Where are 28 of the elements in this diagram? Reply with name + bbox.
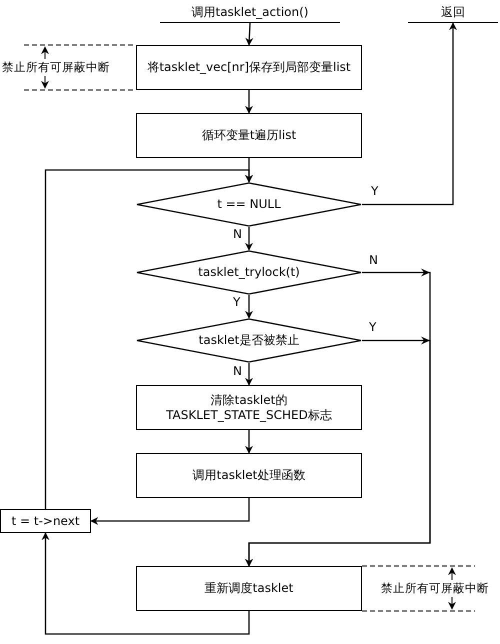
node-text: 将tasklet_vec[nr]保存到局部变量list bbox=[146, 60, 352, 75]
node-text: 调用tasklet_action() bbox=[190, 5, 310, 20]
edge-label: Y bbox=[232, 296, 242, 308]
node-text: t == NULL bbox=[216, 197, 282, 212]
dimension-label: 禁止所有可屏蔽中断 bbox=[0, 60, 112, 74]
node-text: tasklet是否被禁止 bbox=[198, 333, 300, 348]
edge-label: N bbox=[232, 365, 243, 377]
process-box bbox=[136, 566, 362, 611]
node-text: t = t->next bbox=[10, 514, 81, 528]
node-text: tasklet_trylock(t) bbox=[197, 265, 301, 280]
node-text: 调用tasklet处理函数 bbox=[192, 468, 306, 483]
process-box bbox=[136, 113, 362, 158]
decision-diamond bbox=[136, 250, 362, 295]
node-text: 返回 bbox=[440, 5, 466, 20]
node-text: 清除tasklet的 TASKLET_STATE_SCHED标志 bbox=[165, 392, 333, 422]
node-text: 循环变量t遍历list bbox=[200, 128, 298, 143]
terminal-text bbox=[408, 3, 498, 23]
decision-diamond bbox=[136, 182, 362, 227]
process-box bbox=[136, 385, 362, 430]
decision-diamond bbox=[136, 318, 362, 363]
edge-label: N bbox=[232, 228, 243, 240]
process-box bbox=[0, 509, 91, 533]
process-box bbox=[136, 45, 362, 90]
edge-label: N bbox=[368, 254, 379, 266]
edge-label: Y bbox=[368, 321, 378, 333]
node-text: 重新调度tasklet bbox=[204, 581, 294, 596]
edge-label: Y bbox=[370, 185, 380, 197]
process-box bbox=[136, 453, 362, 498]
